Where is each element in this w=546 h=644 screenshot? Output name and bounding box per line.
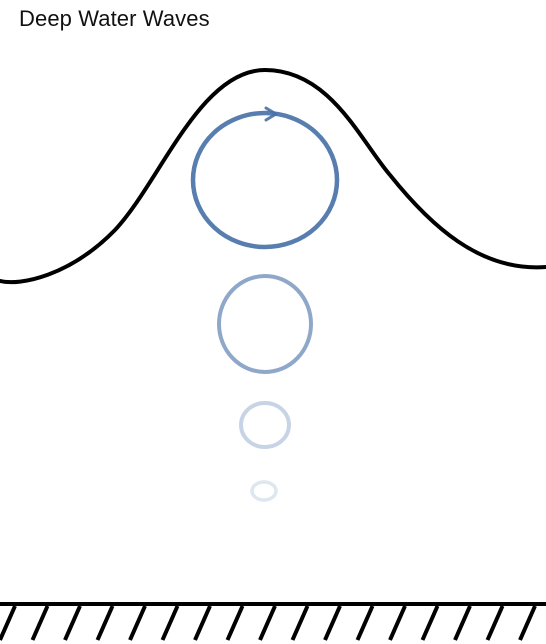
seabed-hatch-mark — [518, 605, 537, 641]
seabed-hatch-mark — [388, 605, 407, 641]
seabed-hatch-mark — [95, 605, 115, 641]
orbit-surface — [190, 110, 340, 250]
seabed-hatch-mark — [355, 605, 375, 641]
seabed-hatch-mark — [485, 605, 505, 641]
particle-orbits — [190, 106, 340, 502]
seabed-hatch-mark — [225, 605, 245, 641]
orbit-depth-2 — [239, 401, 291, 449]
orbit-depth-1 — [217, 274, 313, 374]
seabed-hatch-mark — [290, 605, 310, 641]
seabed-hatch-mark — [0, 605, 17, 641]
seabed-hatch-mark — [193, 605, 212, 641]
seabed-hatch-mark — [323, 605, 342, 641]
seabed-hatch-mark — [160, 605, 180, 641]
seabed-hatching — [0, 605, 537, 641]
orbit-depth-3 — [250, 480, 278, 502]
orbit-direction-arrow-icon — [264, 106, 278, 122]
seabed-hatch-mark — [258, 605, 277, 641]
seabed-hatch-mark — [63, 605, 82, 641]
seabed-hatch-mark — [128, 605, 147, 641]
wave-surface-curve — [0, 67, 546, 285]
diagram-title: Deep Water Waves — [19, 6, 210, 31]
seabed — [0, 602, 546, 641]
seabed-hatch-mark — [420, 605, 440, 641]
seabed-hatch-mark — [30, 605, 50, 641]
seabed-hatch-mark — [453, 605, 472, 641]
